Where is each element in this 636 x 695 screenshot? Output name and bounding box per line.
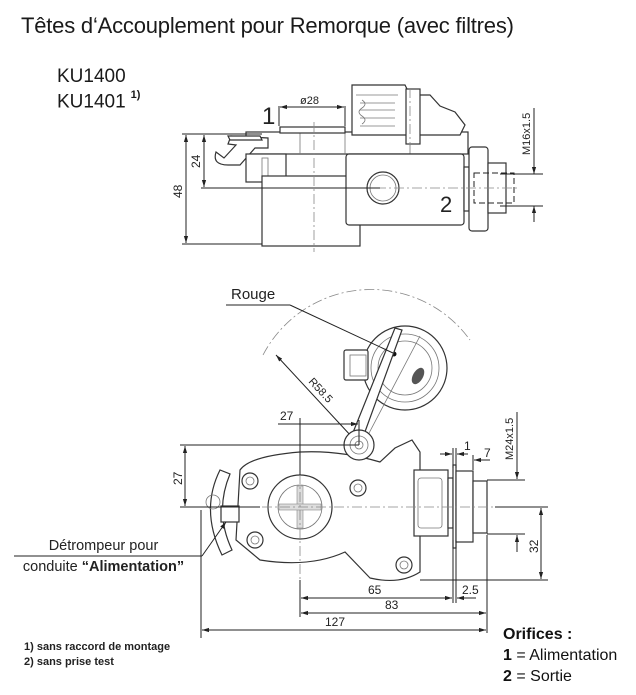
orifices-heading: Orifices : bbox=[503, 626, 573, 643]
port-2-label: 2 bbox=[440, 192, 452, 217]
nut-m24 bbox=[455, 470, 474, 543]
screw bbox=[246, 531, 264, 549]
screw bbox=[241, 472, 259, 490]
footnote-2: 2) sans prise test bbox=[24, 656, 114, 668]
dim-83: 83 bbox=[385, 598, 399, 612]
detrompeur-prefix: conduite bbox=[22, 559, 82, 575]
radius-arc bbox=[262, 289, 471, 356]
orifice-label: = Alimentation bbox=[511, 647, 618, 664]
dim-27-vertical: 27 bbox=[171, 471, 185, 485]
footnote-1: 1) sans raccord de montage bbox=[24, 641, 171, 653]
orifice-item-2: 2 = Sortie bbox=[503, 666, 617, 687]
dim-65: 65 bbox=[368, 583, 382, 597]
lower-body bbox=[261, 175, 361, 247]
detrompeur-pin bbox=[220, 505, 240, 523]
front-view-drawing: R58.5 bbox=[14, 289, 548, 638]
page-title: Têtes d‘Accouplement pour Remorque (avec… bbox=[21, 13, 514, 38]
orifice-label: = Sortie bbox=[511, 668, 572, 685]
orifices-legend: Orifices : 1 = Alimentation 2 = Sortie bbox=[503, 624, 617, 687]
port-1-label: 1 bbox=[262, 103, 275, 130]
detrompeur-callout: Détrompeur pour conduite “Alimentation” bbox=[12, 536, 195, 578]
dim-height-24: 24 bbox=[189, 154, 203, 168]
dim-thread-m24: M24x1.5 bbox=[504, 418, 516, 460]
model-code: KU1400 bbox=[57, 66, 126, 87]
orifice-item-1: 1 = Alimentation bbox=[503, 645, 617, 666]
nut-m16 bbox=[468, 146, 489, 232]
top-view-drawing: ø28 1 2 24 48 M16x1.5 bbox=[171, 84, 543, 252]
dim-diameter: ø28 bbox=[300, 95, 319, 107]
dim-32: 32 bbox=[527, 539, 541, 553]
dim-1: 1 bbox=[464, 439, 471, 453]
callout-rouge: Rouge bbox=[231, 286, 276, 303]
lever-knob bbox=[411, 367, 425, 385]
detrompeur-bold: “Alimentation” bbox=[81, 559, 185, 575]
orifice-number: 1 bbox=[503, 647, 512, 664]
port-1-boss bbox=[279, 126, 346, 134]
dim-27-horizontal: 27 bbox=[280, 409, 294, 423]
dim-radius: R58.5 bbox=[306, 376, 335, 406]
detrompeur-line1: Détrompeur pour bbox=[48, 538, 159, 554]
dim-2-5: 2.5 bbox=[462, 583, 479, 597]
dim-127: 127 bbox=[325, 615, 345, 629]
screw bbox=[395, 556, 413, 574]
dim-thread-m16: M16x1.5 bbox=[521, 113, 533, 155]
model-code: KU1401 bbox=[57, 91, 126, 113]
model-code-ku1401: KU1401 1) bbox=[57, 89, 141, 113]
lever-tab bbox=[343, 349, 369, 381]
dim-7: 7 bbox=[484, 446, 491, 460]
screw bbox=[349, 479, 367, 497]
orifice-number: 2 bbox=[503, 668, 512, 685]
lever-shaft bbox=[405, 88, 421, 145]
hook bbox=[214, 135, 269, 166]
model-code-ku1400: KU1400 bbox=[57, 66, 126, 88]
detrompeur-line2: conduite “Alimentation” bbox=[12, 557, 195, 578]
valve-body bbox=[413, 469, 449, 537]
footnote-ref: 1) bbox=[130, 89, 141, 101]
dim-height-48: 48 bbox=[171, 184, 185, 198]
